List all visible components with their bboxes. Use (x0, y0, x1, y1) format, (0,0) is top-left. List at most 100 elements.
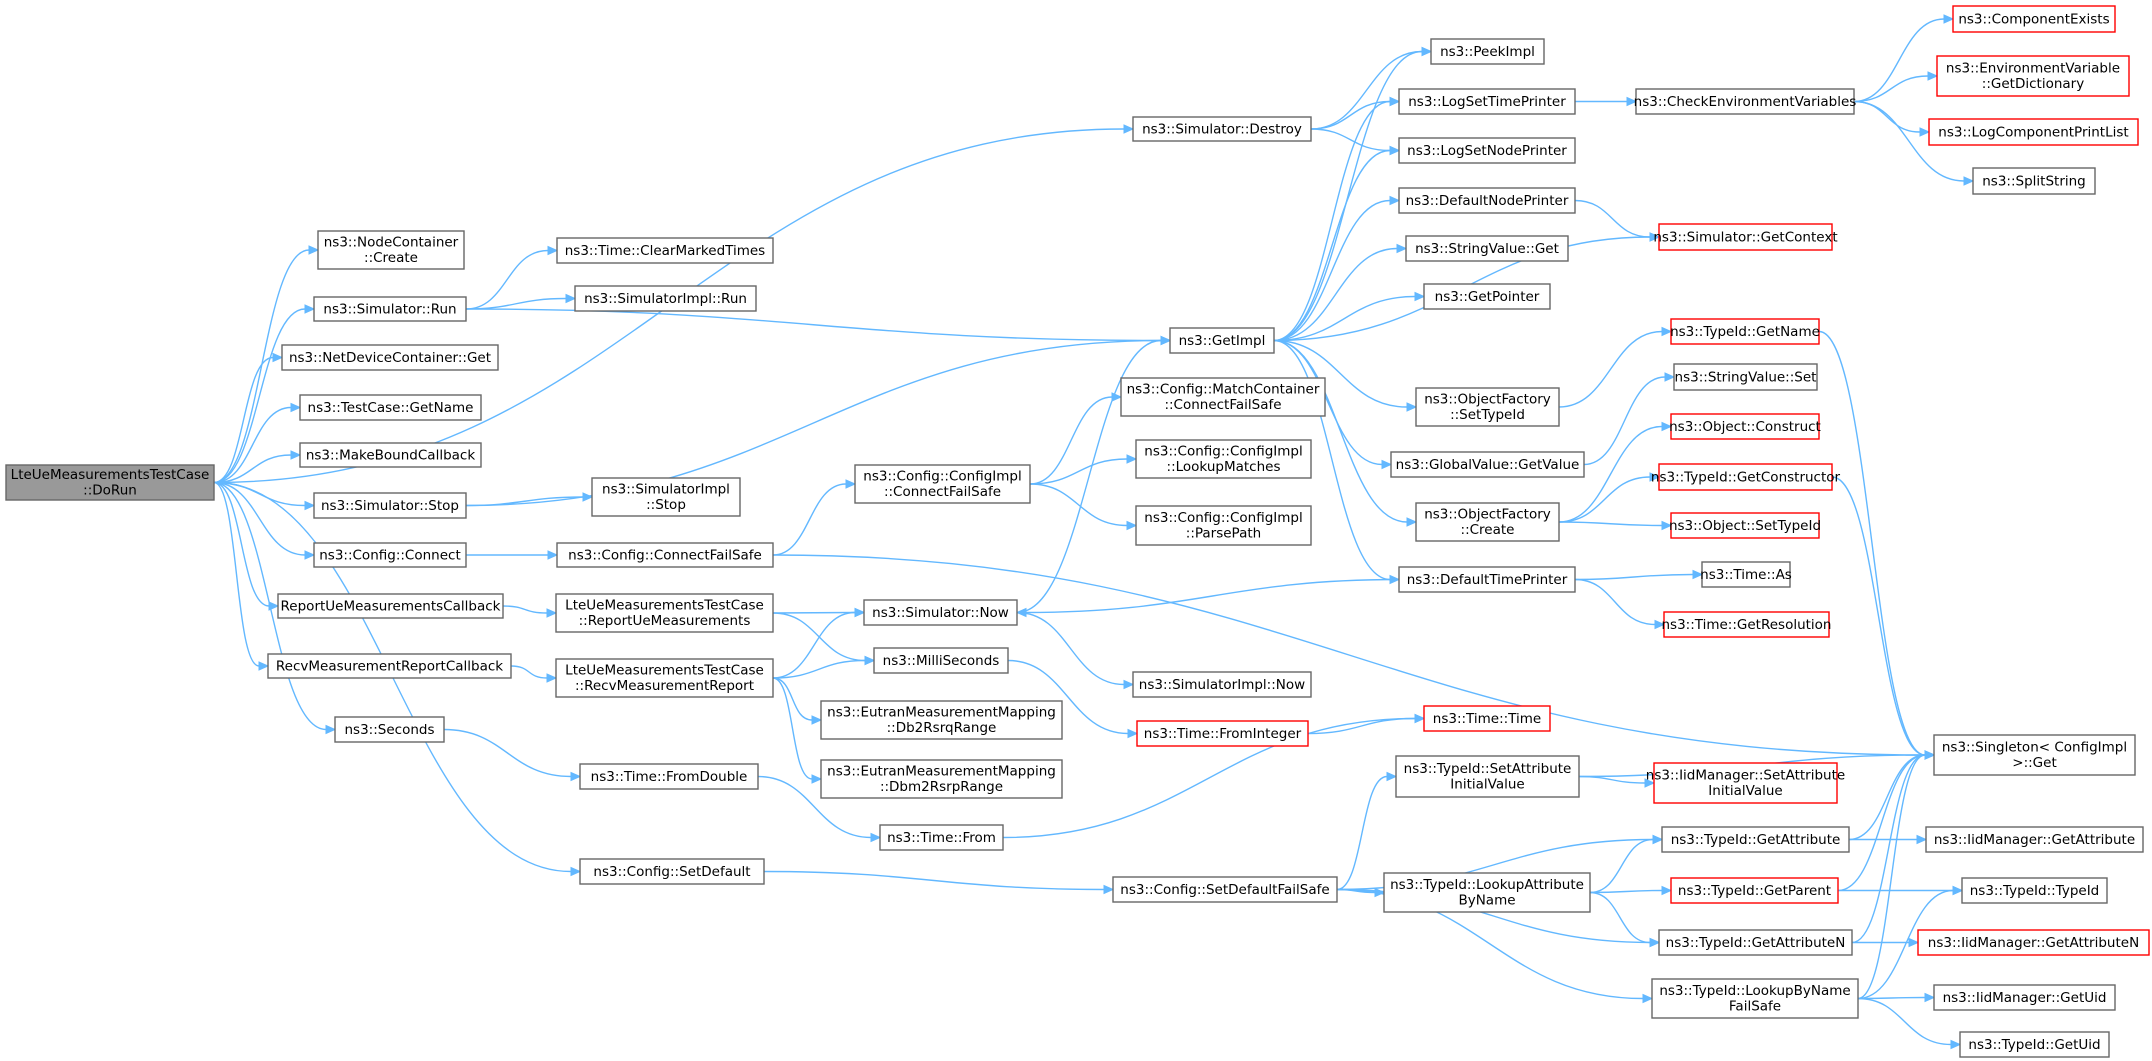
node-nodecontainer[interactable]: ns3::NodeContainer::Create (317, 230, 465, 270)
node-label: >::Get (2012, 755, 2056, 771)
node-splitstring[interactable]: ns3::SplitString (1972, 167, 2096, 195)
node-stringvalueget[interactable]: ns3::StringValue::Get (1405, 235, 1569, 262)
node-objsettypeid[interactable]: ns3::Object::SetTypeId (1669, 512, 1821, 539)
node-label: ns3::Config::SetDefaultFailSafe (1120, 882, 1329, 898)
node-frominteger[interactable]: ns3::Time::FromInteger (1136, 720, 1309, 747)
node-simnow[interactable]: ns3::Simulator::Now (863, 599, 1018, 626)
node-peekimpl[interactable]: ns3::PeekImpl (1430, 38, 1545, 65)
node-box (1917, 929, 2150, 956)
node-logsettimeprinter[interactable]: ns3::LogSetTimePrinter (1398, 88, 1576, 115)
node-parsepath[interactable]: ns3::Config::ConfigImpl::ParsePath (1135, 505, 1312, 546)
node-box (1398, 88, 1576, 115)
node-defaultnodeprinter[interactable]: ns3::DefaultNodePrinter (1398, 187, 1576, 214)
node-netdevget[interactable]: ns3::NetDeviceContainer::Get (281, 344, 499, 371)
node-logsetnodeprinter[interactable]: ns3::LogSetNodePrinter (1398, 137, 1576, 164)
node-iidgetuid[interactable]: ns3::IidManager::GetUid (1933, 984, 2116, 1011)
node-envgetdict[interactable]: ns3::EnvironmentVariable::GetDictionary (1936, 55, 2130, 97)
node-box (1423, 705, 1551, 732)
node-box (5, 464, 215, 501)
node-getattributen[interactable]: ns3::TypeId::GetAttributeN (1658, 929, 1853, 956)
node-label: ::RecvMeasurementReport (575, 678, 754, 694)
node-label: ns3::Time::FromInteger (1144, 726, 1302, 742)
node-ofsettypeid[interactable]: ns3::ObjectFactory::SetTypeId (1415, 387, 1560, 427)
node-label: ns3::Simulator::Run (323, 301, 456, 317)
node-label: ns3::Object::Construct (1669, 419, 1821, 435)
edge-lookupattr-to-getattributen (1589, 891, 1661, 948)
node-getimpl[interactable]: ns3::GetImpl (1169, 327, 1275, 354)
node-stringvalueset[interactable]: ns3::StringValue::Set (1673, 363, 1818, 391)
edge-logsettimeprinter-to-checkenv (1575, 96, 1638, 107)
node-iidgetattr[interactable]: ns3::IidManager::GetAttribute (1925, 826, 2144, 853)
node-checkenv[interactable]: ns3::CheckEnvironmentVariables (1634, 88, 1857, 115)
node-simimplrun[interactable]: ns3::SimulatorImpl::Run (574, 285, 757, 312)
node-box (1135, 505, 1312, 546)
node-label: ::Create (364, 250, 418, 266)
node-getresolution[interactable]: ns3::Time::GetResolution (1661, 611, 1832, 638)
node-clearmarked[interactable]: ns3::Time::ClearMarkedTimes (556, 237, 774, 264)
node-recvreport[interactable]: LteUeMeasurementsTestCase::RecvMeasureme… (555, 658, 774, 698)
node-label: ns3::SplitString (1982, 173, 2086, 189)
edge-getimpl-to-getpointer (1273, 291, 1426, 342)
node-simgetcontext[interactable]: ns3::Simulator::GetContext (1653, 223, 1838, 251)
node-seconds[interactable]: ns3::Seconds (334, 716, 445, 743)
node-timetime[interactable]: ns3::Time::Time (1423, 705, 1551, 732)
node-iidsetattrinit[interactable]: ns3::IidManager::SetAttributeInitialValu… (1646, 762, 1845, 804)
node-simimplstop[interactable]: ns3::SimulatorImpl::Stop (591, 477, 741, 517)
node-testcasegetname[interactable]: ns3::TestCase::GetName (299, 394, 482, 421)
node-globalvalueget[interactable]: ns3::GlobalValue::GetValue (1390, 451, 1585, 478)
node-typeidgetname[interactable]: ns3::TypeId::GetName (1670, 318, 1820, 345)
node-box (277, 593, 504, 619)
node-reportue[interactable]: LteUeMeasurementsTestCase::ReportUeMeasu… (555, 593, 774, 633)
node-simimplnow[interactable]: ns3::SimulatorImpl::Now (1132, 671, 1312, 698)
node-label: ns3::NetDeviceContainer::Get (289, 350, 491, 366)
node-ofcreate[interactable]: ns3::ObjectFactory::Create (1415, 502, 1560, 542)
node-box (1661, 826, 1850, 853)
node-recvcb[interactable]: RecvMeasurementReportCallback (267, 653, 512, 679)
node-singletonget[interactable]: ns3::Singleton< ConfigImpl >::Get (1933, 734, 2136, 776)
node-box (1398, 566, 1576, 593)
node-db2rsrq[interactable]: ns3::EutranMeasurementMapping::Db2RsrqRa… (820, 700, 1063, 740)
node-simrun[interactable]: ns3::Simulator::Run (313, 296, 467, 322)
node-configconnect[interactable]: ns3::Config::Connect (313, 542, 467, 568)
node-dbm2rsrp[interactable]: ns3::EutranMeasurementMapping::Dbm2RsrpR… (820, 759, 1063, 799)
node-timefrom[interactable]: ns3::Time::From (879, 824, 1004, 851)
node-compexists[interactable]: ns3::ComponentExists (1952, 5, 2116, 33)
node-typeidtypeid[interactable]: ns3::TypeId::TypeId (1961, 877, 2108, 904)
node-connectfailsafe[interactable]: ns3::Config::ConnectFailSafe (556, 542, 774, 568)
node-milliseconds[interactable]: ns3::MilliSeconds (873, 647, 1009, 674)
node-label: ns3::MakeBoundCallback (306, 447, 476, 463)
node-label: ns3::EnvironmentVariable (1946, 61, 2120, 77)
node-defaulttimeprinter[interactable]: ns3::DefaultTimePrinter (1398, 566, 1576, 593)
node-iidgetattrn[interactable]: ns3::IidManager::GetAttributeN (1917, 929, 2150, 956)
edge-defaulttimeprinter-to-getresolution (1574, 578, 1666, 630)
node-reportcb[interactable]: ReportUeMeasurementsCallback (277, 593, 504, 619)
node-setdefaultfailsafe[interactable]: ns3::Config::SetDefaultFailSafe (1112, 876, 1338, 903)
node-cfgimplconnect[interactable]: ns3::Config::ConfigImpl::ConnectFailSafe (854, 464, 1031, 504)
node-typeidgetuid[interactable]: ns3::TypeId::GetUid (1959, 1031, 2110, 1058)
node-getconstructor[interactable]: ns3::TypeId::GetConstructor (1651, 463, 1841, 491)
node-destroy[interactable]: ns3::Simulator::Destroy (1132, 116, 1312, 142)
node-box (313, 542, 467, 568)
node-box (1961, 877, 2108, 904)
node-simstop[interactable]: ns3::Simulator::Stop (313, 492, 467, 519)
node-label: InitialValue (1708, 783, 1782, 799)
edge-getparent-to-typeidtypeid (1838, 885, 1964, 896)
node-timeas[interactable]: ns3::Time::As (1700, 561, 1792, 588)
edge-getimpl-to-stringvalueget (1273, 243, 1408, 342)
edge-typeidgetname-to-singletonget (1818, 330, 1936, 760)
node-getattribute[interactable]: ns3::TypeId::GetAttribute (1661, 826, 1850, 853)
node-objconstruct[interactable]: ns3::Object::Construct (1669, 413, 1821, 440)
node-setdefault[interactable]: ns3::Config::SetDefault (579, 858, 765, 885)
node-label: ::ConnectFailSafe (884, 484, 1001, 500)
node-getpointer[interactable]: ns3::GetPointer (1423, 283, 1551, 310)
node-logcompprint[interactable]: ns3::LogComponentPrintList (1928, 118, 2139, 146)
node-getparent[interactable]: ns3::TypeId::GetParent (1670, 877, 1839, 904)
node-matchcontainer[interactable]: ns3::Config::MatchContainer::ConnectFail… (1120, 377, 1326, 417)
node-makebound[interactable]: ns3::MakeBoundCallback (299, 442, 482, 468)
node-lookupmatches[interactable]: ns3::Config::ConfigImpl::LookupMatches (1135, 439, 1312, 479)
edge-connectfailsafe-to-cfgimplconnect (772, 479, 857, 556)
node-fromdouble[interactable]: ns3::Time::FromDouble (579, 763, 759, 790)
